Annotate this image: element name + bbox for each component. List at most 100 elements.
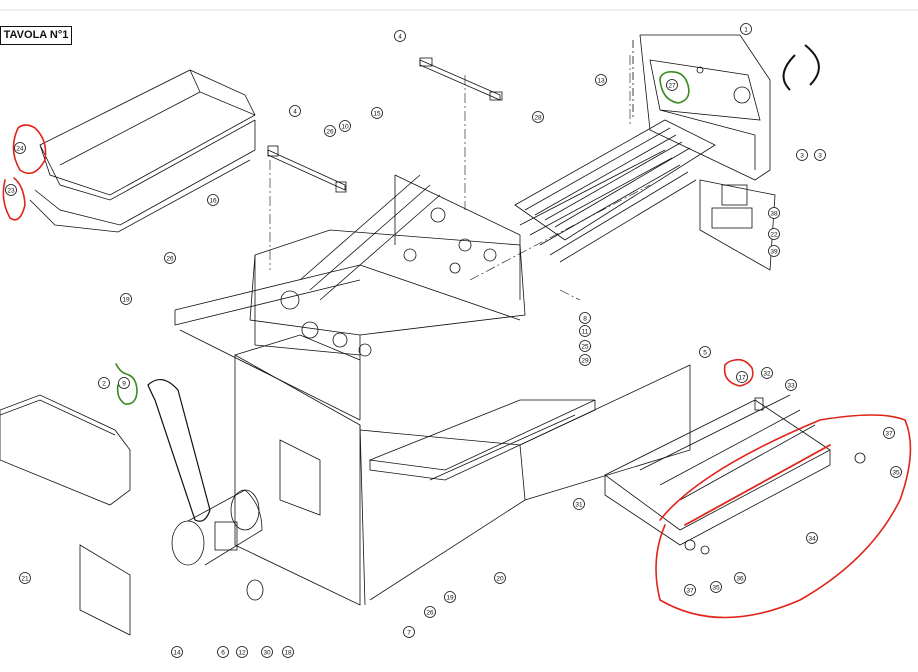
callout-25: 25 [579, 340, 591, 352]
callout-label: 12 [238, 650, 246, 657]
callout-26: 26 [324, 125, 336, 137]
callout-20: 20 [494, 572, 506, 584]
callout-label: 26 [326, 129, 334, 136]
callout-label: 36 [736, 576, 744, 583]
callout-label: 4 [398, 34, 402, 41]
callout-35: 35 [710, 581, 722, 593]
callout-label: 19 [122, 297, 130, 304]
callout-30: 30 [261, 646, 273, 658]
callout-label: 8 [583, 316, 587, 323]
callout-23: 23 [5, 184, 17, 196]
callout-10: 10 [339, 120, 351, 132]
cabinet [234, 334, 691, 606]
callout-label: 25 [581, 344, 589, 351]
callout-label: 35 [712, 585, 720, 592]
callout-1: 1 [740, 23, 752, 35]
callout-label: 38 [770, 211, 778, 218]
markup-circle-23 [2, 177, 26, 221]
handle-top [419, 57, 503, 101]
callout-label: 24 [16, 146, 24, 153]
callout-label: 1 [744, 27, 748, 34]
callout-label: 4 [293, 109, 297, 116]
callout-3: 3 [814, 149, 826, 161]
callout-label: 37 [885, 431, 893, 438]
callout-label: 10 [341, 124, 349, 131]
callout-label: 29 [581, 358, 589, 365]
callout-32: 32 [761, 367, 773, 379]
callout-label: 11 [582, 329, 589, 336]
callout-21: 21 [19, 572, 31, 584]
callout-label: 26 [166, 256, 174, 263]
callout-4: 4 [394, 30, 406, 42]
markup-circle-17 [723, 358, 754, 387]
callout-label: 3 [818, 153, 822, 160]
callout-27: 27 [666, 79, 678, 91]
callout-18: 18 [282, 646, 294, 658]
callout-7: 7 [403, 626, 415, 638]
hopper-cover [29, 69, 256, 233]
callout-26: 26 [424, 606, 436, 618]
callout-28: 28 [532, 111, 544, 123]
callout-31: 31 [573, 498, 585, 510]
callout-label: 2 [102, 381, 106, 388]
callout-label: 7 [407, 630, 411, 637]
callout-label: 22 [770, 232, 778, 239]
callout-37: 37 [883, 427, 895, 439]
callout-38: 38 [768, 207, 780, 219]
callout-label: 28 [534, 115, 542, 122]
callout-16: 16 [207, 194, 219, 206]
callout-label: 18 [284, 650, 292, 657]
callout-label: 6 [221, 650, 225, 657]
callout-label: 13 [597, 78, 605, 85]
callout-label: 33 [787, 383, 795, 390]
callout-14: 14 [171, 646, 183, 658]
callout-8: 8 [579, 312, 591, 324]
handle-mid [267, 145, 347, 193]
sheet-title: TAVOLA N°1 [0, 26, 72, 45]
callout-6: 6 [217, 646, 229, 658]
callout-13: 13 [595, 74, 607, 86]
callout-label: 5 [703, 350, 707, 357]
callout-19: 19 [120, 293, 132, 305]
callout-label: 3 [800, 153, 804, 160]
callout-label: 34 [808, 536, 816, 543]
callout-label: 27 [668, 83, 676, 90]
callout-label: 32 [763, 371, 771, 378]
markup-circle-24 [12, 124, 47, 175]
callout-17: 17 [736, 371, 748, 383]
callout-label: 19 [446, 595, 454, 602]
callout-35: 35 [890, 466, 902, 478]
markup-underline [684, 444, 831, 526]
callout-label: 37 [686, 588, 694, 595]
callout-label: 14 [173, 650, 181, 657]
callout-5: 5 [699, 346, 711, 358]
callout-2: 2 [98, 377, 110, 389]
callout-label: 17 [738, 375, 746, 382]
callout-label: 20 [496, 576, 504, 583]
callout-9: 9 [118, 377, 130, 389]
callout-11: 11 [579, 325, 591, 337]
callout-26: 26 [164, 252, 176, 264]
callout-label: 16 [209, 198, 217, 205]
callout-15: 15 [371, 107, 383, 119]
rear-guard [632, 34, 771, 181]
callout-3: 3 [796, 149, 808, 161]
callout-label: 31 [575, 502, 583, 509]
markup-circle-27 [659, 70, 690, 104]
callout-label: 35 [892, 470, 900, 477]
callout-label: 26 [426, 610, 434, 617]
callout-37: 37 [684, 584, 696, 596]
callout-label: 21 [21, 576, 29, 583]
callout-24: 24 [14, 142, 26, 154]
callout-label: 39 [770, 249, 778, 256]
callout-label: 30 [263, 650, 271, 657]
callout-19: 19 [444, 591, 456, 603]
heating-tubes [514, 119, 716, 263]
callout-12: 12 [236, 646, 248, 658]
callout-29: 29 [579, 354, 591, 366]
callout-39: 39 [768, 245, 780, 257]
callout-22: 22 [768, 228, 780, 240]
conveyor [604, 394, 866, 555]
